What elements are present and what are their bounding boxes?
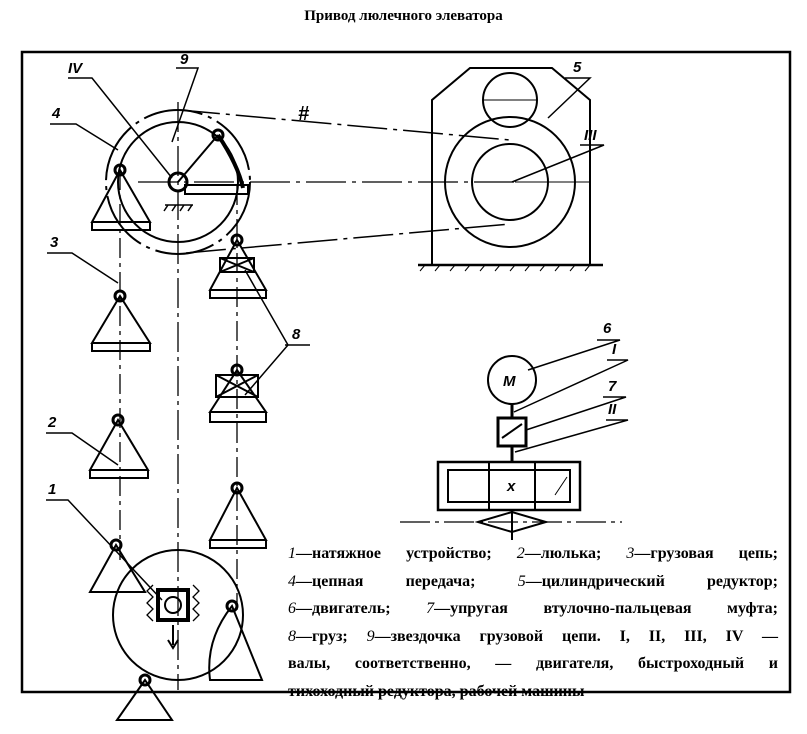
chain-drive (179, 109, 511, 254)
cradles (88, 163, 268, 721)
legend-text: —груз; (296, 627, 348, 645)
legend-line: тихоходный редуктора, рабочей машины (288, 682, 585, 700)
legend-text: —натяжное устройство; (296, 545, 492, 562)
label-shaft-i: I (612, 341, 617, 358)
legend-text: —цилиндрический редуктор; (525, 572, 779, 590)
legend-text: —цепная передача; (296, 572, 476, 590)
label-load: 8 (292, 326, 301, 343)
legend-number: 7 (426, 600, 435, 617)
cradle (208, 368, 268, 423)
motor-symbol: M (503, 373, 516, 390)
legend-number: 3 (626, 545, 635, 562)
frame (20, 50, 792, 694)
label-shaft-iv: IV (68, 60, 84, 77)
legend-text: —грузовая цепь; (634, 545, 779, 562)
legend-line: 4—цепная передача; 5—цилиндрический реду… (288, 568, 778, 596)
cradle (208, 237, 268, 299)
legend-line: 6—двигатель; 7—упругая втулочно-пальцева… (288, 595, 778, 623)
legend-number: 6 (288, 600, 296, 617)
legend-text: —двигатель; (296, 600, 391, 617)
legend-number: 5 (517, 572, 526, 590)
diagram-title: Привод люлечного элеватора (304, 8, 503, 24)
legend-line: 1—натяжное устройство; 2—люлька; 3—грузо… (288, 540, 778, 568)
reducer-housing (418, 67, 603, 272)
label-shaft-ii: II (608, 401, 617, 418)
label-sprocket: 9 (180, 51, 189, 68)
legend-text: —упругая втулочно-пальцевая муфта; (434, 600, 778, 617)
legend-text: —люлька; (524, 545, 602, 562)
legend-number: 2 (516, 545, 525, 562)
label-motor: 6 (603, 320, 612, 337)
legend-line: валы, соответственно, — двигателя, быстр… (288, 655, 778, 672)
cradle (115, 678, 174, 721)
cradle (90, 294, 152, 352)
label-cradle: 2 (47, 414, 57, 431)
cradle (208, 485, 268, 549)
legend-line: 8—груз; 9—звездочка грузовой цепи. I, II… (288, 623, 778, 651)
legend-number: 8 (288, 627, 296, 645)
cradle (208, 604, 264, 681)
legend: 1—натяжное устройство; 2—люлька; 3—грузо… (288, 540, 778, 705)
label-chain-drive: 4 (51, 105, 61, 122)
label-reducer: 5 (573, 59, 582, 76)
cradle (90, 167, 152, 231)
label-chain-mark: # (298, 103, 310, 125)
label-coupling: 7 (608, 378, 617, 395)
drive-kinematic-scheme (400, 355, 622, 540)
leader-lines (46, 67, 629, 601)
legend-number: 4 (288, 572, 296, 590)
label-load-chain: 3 (50, 234, 59, 251)
legend-number: 1 (288, 545, 296, 562)
cradle (88, 418, 150, 479)
legend-text: —звездочка грузовой цепи. I, II, III, IV… (374, 627, 779, 645)
label-tensioner: 1 (48, 481, 56, 498)
legend-number: 9 (366, 627, 375, 645)
gear-symbol: x (506, 478, 516, 495)
label-shaft-iii: III (584, 127, 597, 144)
lower-sprocket-tensioner (112, 549, 244, 681)
